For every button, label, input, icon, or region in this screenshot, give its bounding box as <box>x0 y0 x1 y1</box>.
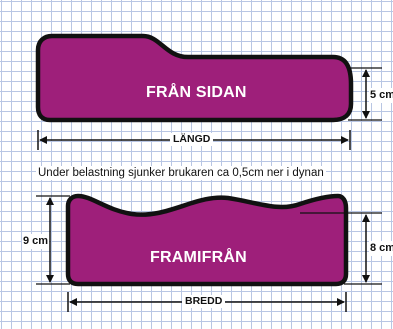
load-note: Under belastning sjunker brukaren ca 0,5… <box>36 166 326 180</box>
side-view-cushion-shape <box>35 33 354 123</box>
outer-height-label: 9 cm <box>22 234 50 249</box>
side-view-label: FRÅN SIDAN <box>146 84 247 101</box>
side-height-label: 5 cm <box>369 88 393 103</box>
inner-height-label: 8 cm <box>369 241 393 256</box>
width-label: BREDD <box>182 295 226 308</box>
front-view-label: FRAMIFRÅN <box>150 249 247 266</box>
front-view-cushion-shape <box>65 193 349 287</box>
length-label: LÄNGD <box>170 133 214 146</box>
